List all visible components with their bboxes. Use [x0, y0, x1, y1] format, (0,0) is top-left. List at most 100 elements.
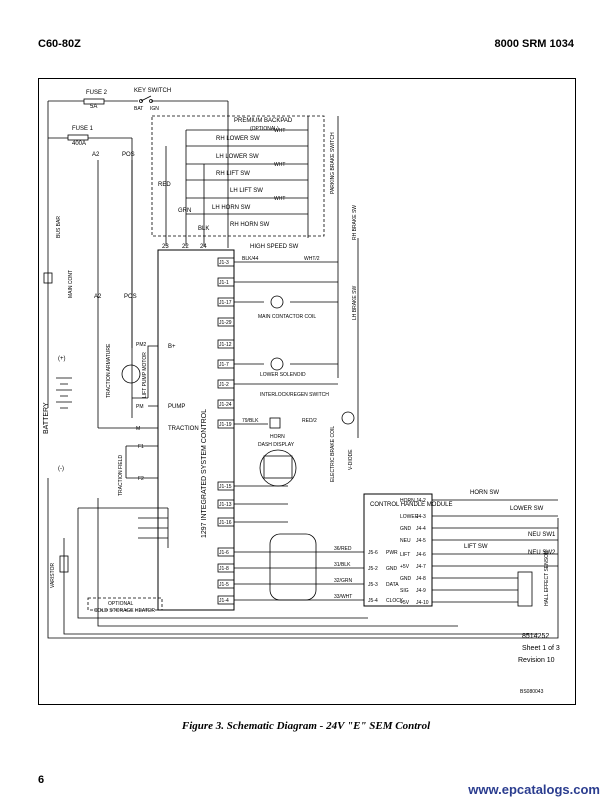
svg-text:J1-4: J1-4 [219, 598, 229, 604]
bus-wire-33: 33/WHT [334, 594, 352, 600]
wht2-label: WHT/2 [304, 256, 320, 262]
bus-wire-32: 32/GRN [334, 578, 352, 584]
horn-sw-label: HORN SW [470, 490, 499, 496]
horn: HORN [269, 417, 285, 440]
fuse-1: FUSE 1 400A [67, 126, 94, 147]
svg-text:MAIN CONTACTOR COIL: MAIN CONTACTOR COIL [258, 314, 316, 320]
watermark: www.epcatalogs.com [468, 782, 600, 797]
battery-label: BATTERY [43, 402, 50, 434]
wire-wht-3: WHT [274, 196, 285, 202]
key-switch-bat: BAT [134, 106, 143, 112]
a2-label-mid: A2 [94, 294, 102, 300]
bus-wire-36: 36/RED [334, 546, 352, 552]
svg-text:OPTIONAL: OPTIONAL [108, 601, 134, 607]
svg-text:SIG: SIG [400, 588, 409, 594]
svg-text:J5-6: J5-6 [368, 550, 378, 556]
svg-text:LOWER SOLENOID: LOWER SOLENOID [260, 372, 306, 378]
svg-text:J4-8: J4-8 [416, 576, 426, 582]
fuse-1-label: FUSE 1 [72, 126, 94, 132]
svg-text:COLD STORAGE HEATER: COLD STORAGE HEATER [94, 608, 155, 614]
battery-plus: (+) [58, 356, 66, 362]
svg-text:CLOCK: CLOCK [386, 598, 404, 604]
neu-sw1-label: NEU SW1 [528, 532, 556, 538]
main-contactor-label: MAIN CONT [68, 270, 74, 298]
lh-horn-sw-label: LH HORN SW [212, 205, 251, 211]
terminal-bplus: B+ [168, 344, 176, 350]
svg-text:J1-12: J1-12 [219, 342, 232, 348]
svg-text:PWR: PWR [386, 550, 398, 556]
svg-text:J1-16: J1-16 [219, 520, 232, 526]
high-speed-sw-label: HIGH SPEED SW [250, 244, 299, 250]
premium-backpad-box [151, 115, 325, 237]
drawing-number: 8514252 [522, 633, 549, 640]
header-model: C60-80Z [38, 38, 81, 50]
wire-red-2: RED/2 [302, 418, 317, 424]
a2-label-top: A2 [92, 152, 100, 158]
svg-text:J1-19: J1-19 [219, 422, 232, 428]
svg-text:HORN: HORN [400, 498, 415, 504]
svg-text:J4-2: J4-2 [416, 498, 426, 504]
svg-text:J1-13: J1-13 [219, 502, 232, 508]
parking-brake-label: PARKING BRAKE SWITCH [330, 132, 336, 194]
module-side-pins: PWR J5-6 GND J5-2 DATA J5-3 CLOCK J5-4 [368, 550, 404, 604]
wire-red: RED [158, 182, 171, 188]
svg-text:J4-6: J4-6 [416, 552, 426, 558]
bus-bar-label: BUS BAR [56, 216, 62, 238]
svg-text:J5-3: J5-3 [368, 582, 378, 588]
hall-effect-label: HALL EFFECT SENSOR [544, 550, 550, 606]
svg-text:DATA: DATA [386, 582, 399, 588]
svg-text:J1-5: J1-5 [219, 582, 229, 588]
svg-text:J4-10: J4-10 [416, 600, 429, 606]
wire-22: 22 [182, 244, 189, 250]
wire-23: 23 [162, 244, 169, 250]
svg-text:J1-6: J1-6 [219, 550, 229, 556]
wire-wht-1: WHT [274, 128, 285, 134]
svg-text:J1-7: J1-7 [219, 362, 229, 368]
svg-text:J4-3: J4-3 [416, 514, 426, 520]
lift-pump-motor: LIFT PUMP MOTOR [121, 352, 148, 398]
svg-text:J4-5: J4-5 [416, 538, 426, 544]
lh-lower-sw-label: LH LOWER SW [216, 154, 259, 160]
rh-lift-sw-label: RH LIFT SW [216, 171, 250, 177]
controller-label: 1297 INTEGRATED SYSTEM CONTROL [201, 409, 208, 538]
pin-boxes: J1-3 J1-1 J1-17 J1-29 J1-12 J1-7 J1-2 J1… [217, 257, 235, 605]
svg-text:LIFT: LIFT [400, 552, 410, 558]
terminal-f2: F2 [138, 476, 144, 482]
pos-label-top: POS [122, 152, 135, 158]
wire-79-blk: 79/BLK [242, 418, 259, 424]
svg-text:J1-15: J1-15 [219, 484, 232, 490]
battery: (+) BATTERY (-) [43, 356, 72, 472]
drawing-code: BS080043 [520, 689, 544, 695]
wire-24: 24 [200, 244, 207, 250]
key-switch: KEY SWITCH BAT IGN [134, 88, 171, 112]
terminal-pm: PM [136, 404, 144, 410]
cold-storage-heater: OPTIONAL COLD STORAGE HEATER [87, 597, 163, 614]
revision: Revision 10 [518, 657, 555, 664]
svg-text:J1-8: J1-8 [219, 566, 229, 572]
integrated-system-control [157, 249, 235, 611]
hall-effect-sensor [517, 571, 533, 607]
sheet-number: Sheet 1 of 3 [522, 645, 560, 652]
fuse-2-rating: 5A [90, 104, 97, 110]
svg-text:LOWER: LOWER [400, 514, 419, 520]
svg-text:DASH DISPLAY: DASH DISPLAY [258, 442, 295, 448]
svg-text:GND: GND [400, 526, 412, 532]
svg-text:HORN: HORN [270, 434, 285, 440]
control-module-label: CONTROL HANDLE MODULE [370, 502, 452, 508]
key-switch-ign: IGN [150, 106, 159, 112]
svg-text:ELECTRIC BRAKE COIL: ELECTRIC BRAKE COIL [330, 426, 336, 482]
wire-grn: GRN [178, 208, 191, 214]
blk44-label: BLK/44 [242, 256, 259, 262]
interlock-label: INTERLOCK/REGEN SWITCH [260, 392, 329, 398]
svg-text:V-DIODE: V-DIODE [348, 449, 354, 470]
rh-brake-label: RH BRAKE SW [352, 205, 358, 240]
svg-text:J5-4: J5-4 [368, 598, 378, 604]
svg-text:GND: GND [400, 576, 412, 582]
lh-brake-label: LH BRAKE SW [352, 286, 358, 320]
svg-text:+5V: +5V [400, 600, 410, 606]
svg-text:J1-1: J1-1 [219, 280, 229, 286]
schematic-diagram: FUSE 2 5A KEY SWITCH BAT IGN FUSE 1 400A… [38, 78, 576, 705]
lower-solenoid: LOWER SOLENOID [260, 357, 306, 378]
terminal-pump: PUMP [168, 404, 185, 410]
